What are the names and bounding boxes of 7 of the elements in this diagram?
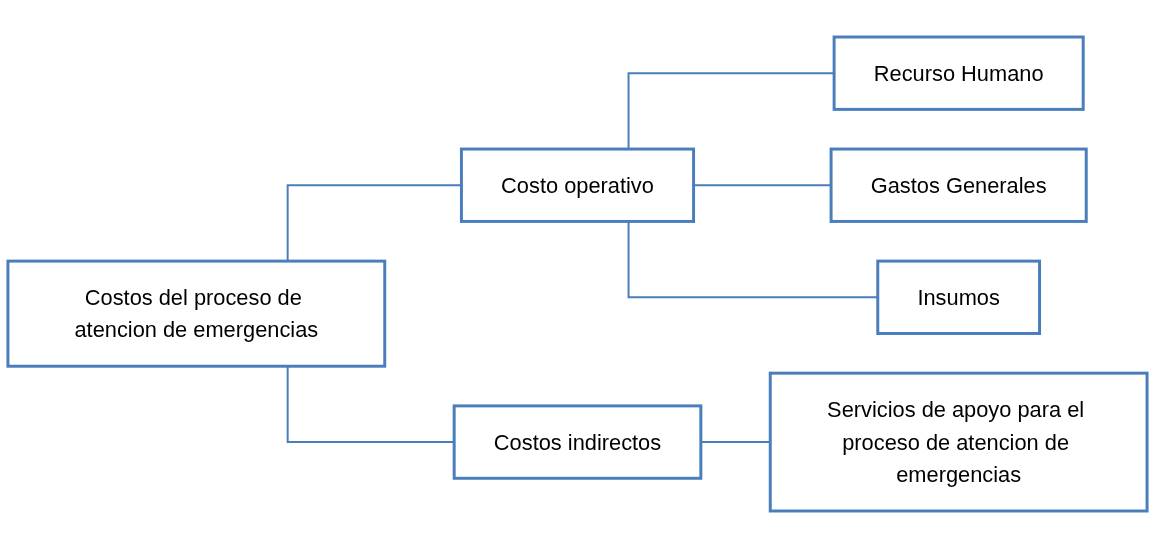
node-box: Insumos (876, 259, 1042, 335)
node-box: Servicios de apoyo para el proceso de atencion de emergencias (768, 371, 1149, 513)
node-box: Recurso Humano (832, 35, 1085, 111)
node-box: Costos indirectos (452, 404, 703, 480)
node-box: Costos del proceso de atencion de emergencias (6, 259, 387, 368)
node-box: Costo operativo (459, 147, 696, 223)
node-box: Gastos Generales (829, 147, 1088, 223)
